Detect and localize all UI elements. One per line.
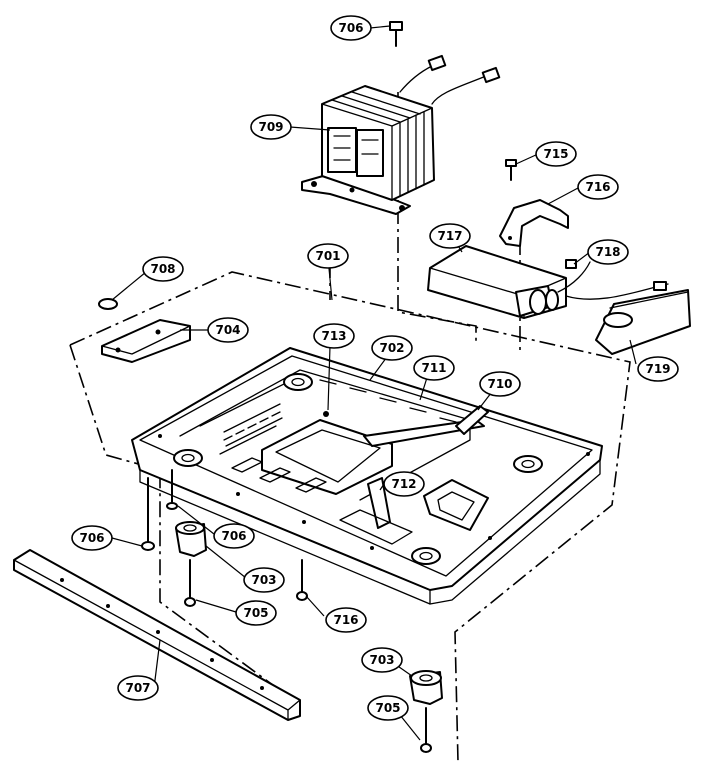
diode-bracket <box>595 289 691 355</box>
base-plate <box>131 347 603 605</box>
callout-label: 716 <box>585 180 610 194</box>
callout-label: 707 <box>125 681 150 695</box>
callout-713: 713 <box>313 323 355 349</box>
callout-label: 705 <box>243 606 268 620</box>
callout-label: 710 <box>487 377 512 391</box>
callout-label: 706 <box>221 529 246 543</box>
transformer <box>301 54 501 215</box>
callout-label: 718 <box>595 245 620 259</box>
callout-717: 717 <box>429 223 471 249</box>
callout-label: 704 <box>215 323 240 337</box>
callout-708: 708 <box>142 256 184 282</box>
callout-label: 706 <box>338 21 363 35</box>
callout-703-left: 703 <box>243 567 285 593</box>
callout-label: 708 <box>150 262 175 276</box>
washer-708 <box>98 298 118 310</box>
callout-702: 702 <box>371 335 413 361</box>
callout-label: 713 <box>321 329 346 343</box>
callout-label: 709 <box>258 120 283 134</box>
callout-label: 705 <box>375 701 400 715</box>
callout-706-mid: 706 <box>213 523 255 549</box>
callout-703-right: 703 <box>361 647 403 673</box>
callout-label: 716 <box>333 613 358 627</box>
callout-label: 703 <box>251 573 276 587</box>
callout-label: 702 <box>379 341 404 355</box>
capacitor <box>427 245 669 319</box>
lower-hardware <box>141 469 443 753</box>
callout-716-bottom: 716 <box>325 607 367 633</box>
callout-711: 711 <box>413 355 455 381</box>
screw-top <box>389 21 403 47</box>
callout-label: 712 <box>391 477 416 491</box>
callout-label: 711 <box>421 361 446 375</box>
angle-bracket-704 <box>101 319 191 363</box>
callout-709: 709 <box>250 114 292 140</box>
capacitor-bracket <box>499 199 569 247</box>
callout-704: 704 <box>207 317 249 343</box>
callout-label: 719 <box>645 362 670 376</box>
callout-710: 710 <box>479 371 521 397</box>
callout-712: 712 <box>383 471 425 497</box>
callout-label: 715 <box>543 147 568 161</box>
callout-701: 701 <box>307 243 349 269</box>
callout-label: 717 <box>437 229 462 243</box>
callout-label: 706 <box>79 531 104 545</box>
callout-719: 719 <box>637 356 679 382</box>
callout-718: 718 <box>587 239 629 265</box>
callout-716-top: 716 <box>577 174 619 200</box>
callout-706-top: 706 <box>330 15 372 41</box>
callout-705-right: 705 <box>367 695 409 721</box>
callout-label: 701 <box>315 249 340 263</box>
callout-label: 703 <box>369 653 394 667</box>
callout-715: 715 <box>535 141 577 167</box>
callout-706-left: 706 <box>71 525 113 551</box>
front-rail <box>13 549 301 721</box>
callout-707: 707 <box>117 675 159 701</box>
leader-lines <box>111 25 637 741</box>
screw-715 <box>505 159 517 181</box>
callout-705-left: 705 <box>235 600 277 626</box>
